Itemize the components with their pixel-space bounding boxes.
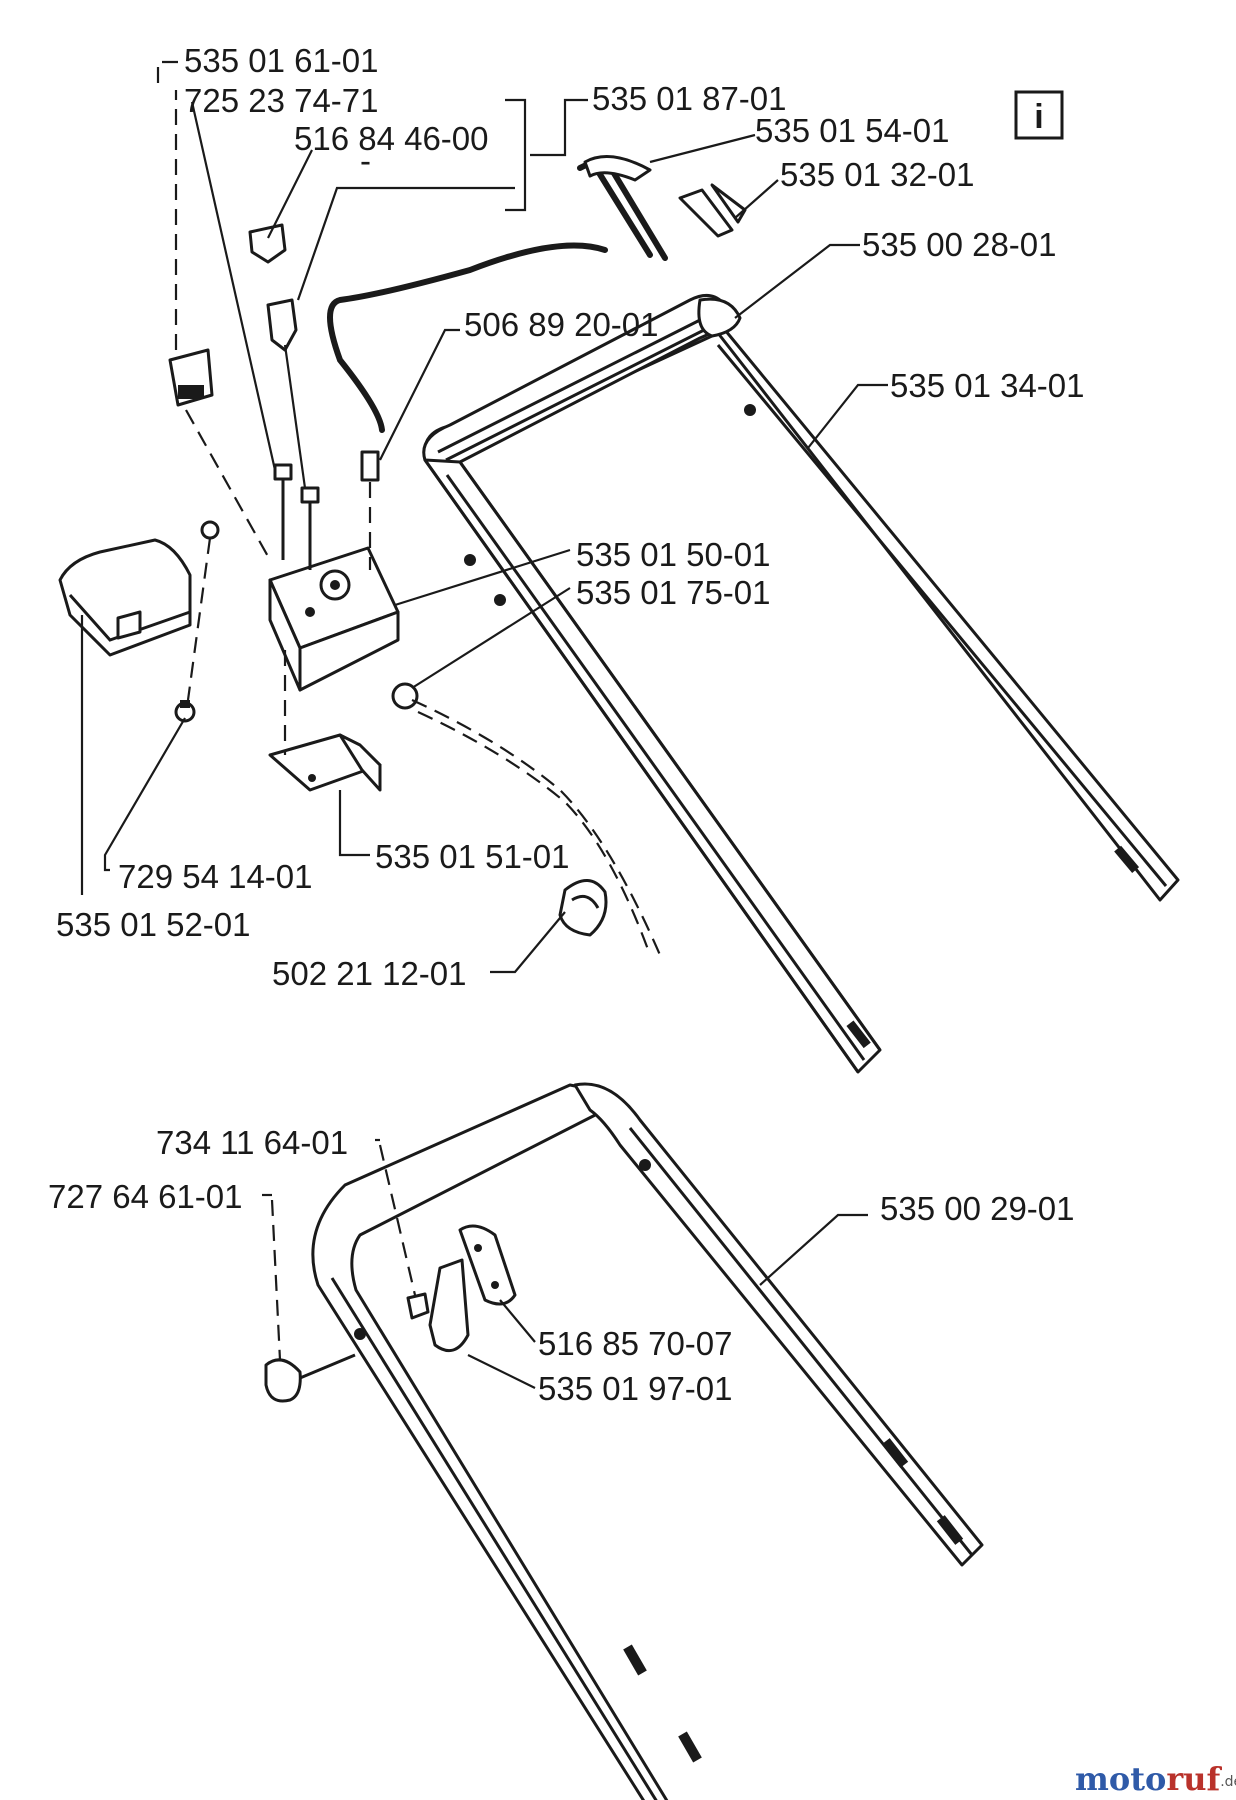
switch-cover (58, 538, 192, 657)
nut (406, 1292, 430, 1320)
label-535-01-52-01: 535 01 52-01 (56, 906, 251, 943)
label-516-84-46-00: 516 84 46-00 (294, 120, 489, 157)
label-535-01-87-01: 535 01 87-01 (592, 80, 787, 117)
svg-text:i: i (1034, 98, 1043, 136)
cover-screws (174, 520, 220, 723)
label-535-01-34-01: 535 01 34-01 (890, 367, 1085, 404)
svg-text:motoruf.de: motoruf.de (1075, 1760, 1236, 1798)
label-535-00-29-01: 535 00 29-01 (880, 1190, 1075, 1227)
connector (266, 298, 298, 352)
switch (168, 348, 214, 407)
label-535-01-97-01: 535 01 97-01 (538, 1370, 733, 1407)
watermark-logo: motoruf.de (1075, 1760, 1236, 1798)
label-535-01-50-01: 535 01 50-01 (576, 536, 771, 573)
label-535-01-61-01: 535 01 61-01 (184, 42, 379, 79)
label-535-01-54-01: 535 01 54-01 (755, 112, 950, 149)
stray-dash: - (360, 142, 371, 179)
cable-clip (678, 183, 747, 238)
upper-handle (422, 308, 1180, 1074)
control-cable (327, 160, 668, 433)
label-727-64-61-01: 727 64 61-01 (48, 1178, 243, 1215)
switch-box (268, 546, 400, 692)
label-506-89-20-01: 506 89 20-01 (464, 306, 659, 343)
switch-screws (273, 463, 320, 570)
label-535-01-32-01: 535 01 32-01 (780, 156, 975, 193)
key-cap (248, 223, 287, 264)
lower-handle (311, 1082, 984, 1800)
label-725-23-74-71: 725 23 74-71 (184, 82, 379, 119)
knob (264, 1353, 356, 1403)
cable-nut (391, 682, 419, 710)
lever (428, 1258, 470, 1353)
switch-plate (268, 733, 382, 792)
cable-stop (360, 450, 380, 482)
label-729-54-14-01: 729 54 14-01 (118, 858, 313, 895)
label-535-00-28-01: 535 00 28-01 (862, 226, 1057, 263)
label-516-85-70-07: 516 85 70-07 (538, 1325, 733, 1362)
height-plate (458, 1224, 517, 1306)
cable-clamp (558, 879, 608, 937)
leader-lines (80, 60, 888, 1389)
label-535-01-75-01: 535 01 75-01 (576, 574, 771, 611)
label-535-01-51-01: 535 01 51-01 (375, 838, 570, 875)
info-icon: i (1014, 90, 1064, 140)
cable-run (411, 698, 662, 956)
handle-grip (422, 294, 742, 464)
cable-bracket (583, 155, 652, 182)
label-502-21-12-01: 502 21 12-01 (272, 955, 467, 992)
label-734-11-64-01: 734 11 64-01 (156, 1124, 348, 1161)
